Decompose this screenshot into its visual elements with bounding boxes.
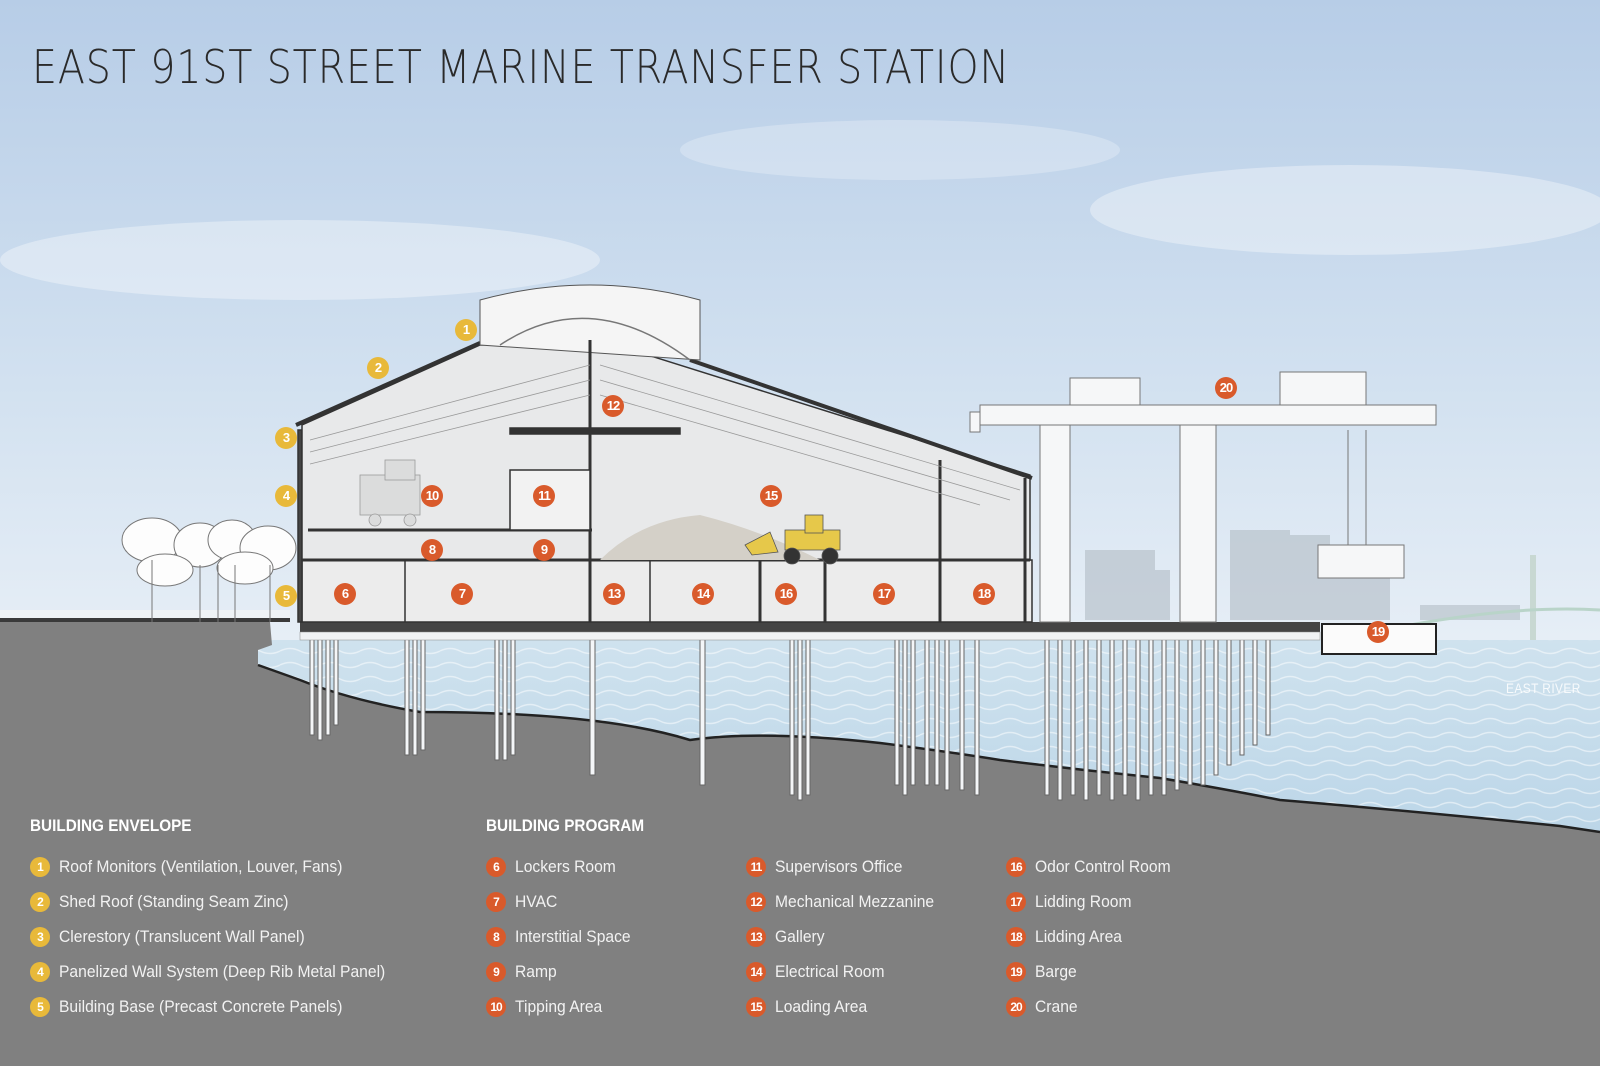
legend-item: 2 Shed Roof (Standing Seam Zinc) xyxy=(30,890,308,914)
legend-item: 13 Gallery xyxy=(746,925,829,949)
legend-item: 18 Lidding Area xyxy=(1006,925,1130,949)
legend-number-badge: 8 xyxy=(486,927,506,947)
legend-number-badge: 14 xyxy=(746,962,766,982)
building xyxy=(295,284,1033,623)
legend-label: Ramp xyxy=(515,962,557,981)
legend-label: Crane xyxy=(1035,997,1078,1016)
legend-number-badge: 12 xyxy=(746,892,766,912)
legend-number-badge: 16 xyxy=(1006,857,1026,877)
legend-item: 12 Mechanical Mezzanine xyxy=(746,890,948,914)
page-title: EAST 91ST STREET MARINE TRANSFER STATION xyxy=(32,40,1010,94)
callout-badge-2: 2 xyxy=(367,357,389,379)
callout-badge-11: 11 xyxy=(533,485,555,507)
legend-number-badge: 1 xyxy=(30,857,50,877)
legend-number-badge: 19 xyxy=(1006,962,1026,982)
legend-item: 5 Building Base (Precast Concrete Panels) xyxy=(30,995,367,1019)
callout-badge-12: 12 xyxy=(602,395,624,417)
skyline xyxy=(1085,530,1520,620)
legend-item: 6 Lockers Room xyxy=(486,855,625,879)
legend-label: HVAC xyxy=(515,892,558,911)
legend-item: 14 Electrical Room xyxy=(746,960,894,984)
callout-badge-19: 19 xyxy=(1367,621,1389,643)
callout-badge-13: 13 xyxy=(603,583,625,605)
legend-number-badge: 3 xyxy=(30,927,50,947)
legend-label: Lidding Area xyxy=(1035,927,1122,946)
legend-label: Gallery xyxy=(775,927,825,946)
legend-item: 7 HVAC xyxy=(486,890,561,914)
callout-badge-10: 10 xyxy=(421,485,443,507)
callout-badge-8: 8 xyxy=(421,539,443,561)
callout-badge-14: 14 xyxy=(692,583,714,605)
legend-label: Lockers Room xyxy=(515,857,616,876)
callout-badge-4: 4 xyxy=(275,485,297,507)
callout-badge-16: 16 xyxy=(775,583,797,605)
callout-badge-1: 1 xyxy=(455,319,477,341)
legend-number-badge: 10 xyxy=(486,997,506,1017)
legend-item: 16 Odor Control Room xyxy=(1006,855,1182,879)
legend-number-badge: 15 xyxy=(746,997,766,1017)
legend-item: 9 Ramp xyxy=(486,960,560,984)
callout-badge-17: 17 xyxy=(873,583,895,605)
legend-item: 20 Crane xyxy=(1006,995,1081,1019)
legend-item: 15 Loading Area xyxy=(746,995,875,1019)
legend-number-badge: 2 xyxy=(30,892,50,912)
crane xyxy=(969,371,1437,623)
legend-label: Supervisors Office xyxy=(775,857,903,876)
legend-label: Clerestory (Translucent Wall Panel) xyxy=(59,927,305,946)
callout-badge-15: 15 xyxy=(760,485,782,507)
loader xyxy=(744,514,841,565)
callout-badge-3: 3 xyxy=(275,427,297,449)
legend-number-badge: 13 xyxy=(746,927,766,947)
legend-label: Panelized Wall System (Deep Rib Metal Pa… xyxy=(59,962,386,981)
legend-label: Loading Area xyxy=(775,997,868,1016)
legend-label: Electrical Room xyxy=(775,962,885,981)
legend-item: 4 Panelized Wall System (Deep Rib Metal P… xyxy=(30,960,414,984)
legend-label: Shed Roof (Standing Seam Zinc) xyxy=(59,892,289,911)
legend-number-badge: 7 xyxy=(486,892,506,912)
callout-badge-5: 5 xyxy=(275,585,297,607)
legend-item: 1 Roof Monitors (Ventilation, Louver, Fan… xyxy=(30,855,367,879)
legend-label: Interstitial Space xyxy=(515,927,631,946)
legend-number-badge: 6 xyxy=(486,857,506,877)
legend-heading-program: BUILDING PROGRAM xyxy=(486,816,645,835)
legend-item: 17 Lidding Room xyxy=(1006,890,1140,914)
ground xyxy=(0,622,1600,1066)
legend-number-badge: 20 xyxy=(1006,997,1026,1017)
callout-badge-7: 7 xyxy=(451,583,473,605)
trees xyxy=(121,517,297,622)
legend-label: Odor Control Room xyxy=(1035,857,1171,876)
legend-item: 3 Clerestory (Translucent Wall Panel) xyxy=(30,925,326,949)
legend-label: Barge xyxy=(1035,962,1077,981)
legend-label: Roof Monitors (Ventilation, Louver, Fans… xyxy=(59,857,343,876)
legend-number-badge: 11 xyxy=(746,857,766,877)
callout-badge-9: 9 xyxy=(533,539,555,561)
legend-number-badge: 17 xyxy=(1006,892,1026,912)
legend-number-badge: 18 xyxy=(1006,927,1026,947)
legend-item: 19 Barge xyxy=(1006,960,1080,984)
legend-number-badge: 5 xyxy=(30,997,50,1017)
callout-badge-6: 6 xyxy=(334,583,356,605)
legend-label: Lidding Room xyxy=(1035,892,1132,911)
pier-deck xyxy=(300,622,1320,632)
callout-badge-20: 20 xyxy=(1215,377,1237,399)
legend-number-badge: 4 xyxy=(30,962,50,982)
legend-item: 11 Supervisors Office xyxy=(746,855,914,879)
truck xyxy=(359,459,421,527)
legend-label: Mechanical Mezzanine xyxy=(775,892,935,911)
river-label: EAST RIVER xyxy=(1506,680,1581,696)
legend-item: 8 Interstitial Space xyxy=(486,925,641,949)
legend-label: Building Base (Precast Concrete Panels) xyxy=(59,997,343,1016)
callout-badge-18: 18 xyxy=(973,583,995,605)
legend-heading-envelope: BUILDING ENVELOPE xyxy=(30,816,192,835)
legend-number-badge: 9 xyxy=(486,962,506,982)
legend-label: Tipping Area xyxy=(515,997,603,1016)
legend-item: 10 Tipping Area xyxy=(486,995,610,1019)
